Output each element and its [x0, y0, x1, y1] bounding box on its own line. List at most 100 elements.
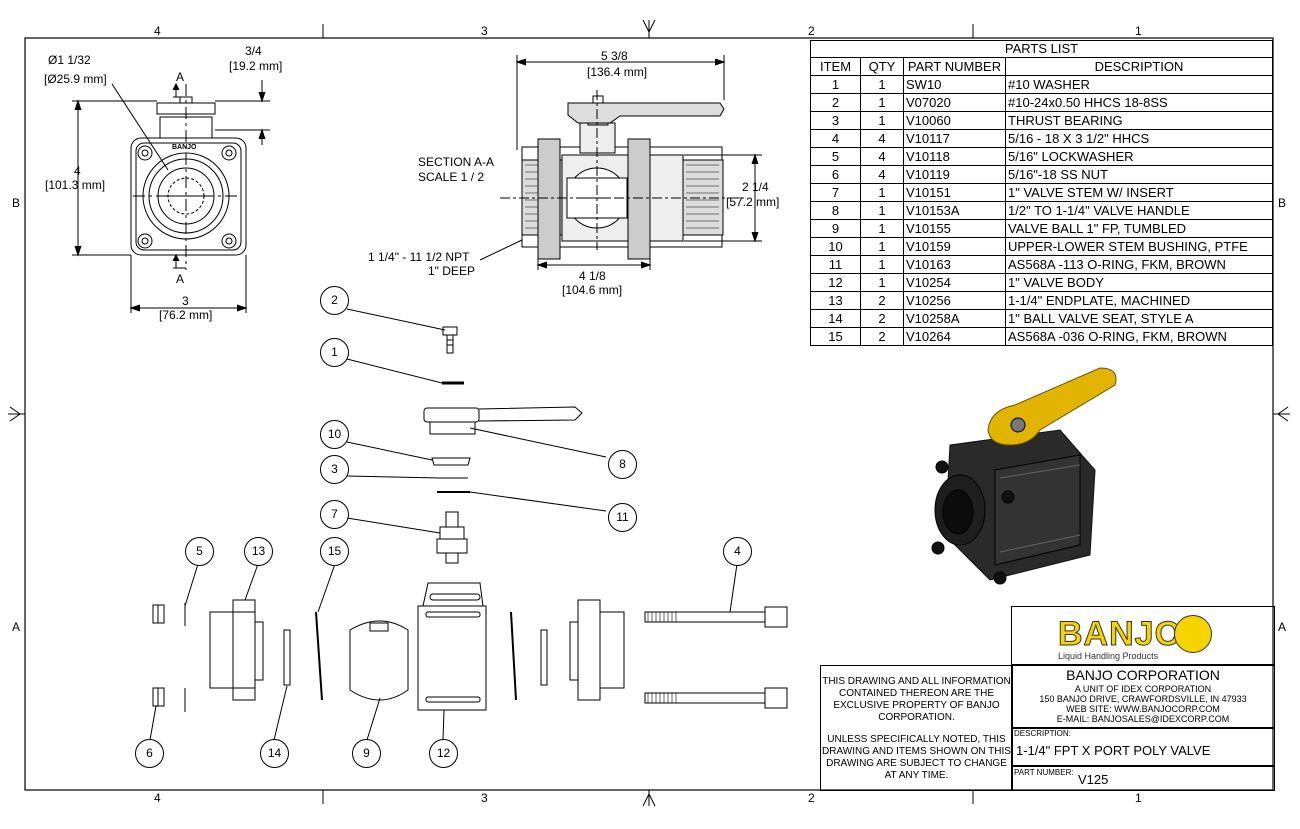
item-cell: 10	[810, 237, 861, 256]
description-cell: AS568A -036 O-RING, FKM, BROWN	[1005, 327, 1273, 346]
description-cell: 5/16 - 18 X 3 1/2" HHCS	[1005, 129, 1273, 148]
zone-label: 3	[481, 24, 488, 38]
description-cell: #10 WASHER	[1005, 75, 1273, 94]
ownership-notice: THIS DRAWING AND ALL INFORMATION CONTAIN…	[822, 676, 1011, 723]
description-label: DESCRIPTION:	[1014, 729, 1071, 738]
logo-cell: BANJO Liquid Handling Products	[1011, 606, 1275, 665]
item-cell: 12	[810, 273, 861, 292]
dim-four-mm: [101.3 mm]	[45, 178, 106, 192]
dim-height: 2 1/4	[742, 180, 769, 194]
description-cell: 5/16"-18 SS NUT	[1005, 165, 1273, 184]
section-scale: SCALE 1 / 2	[418, 170, 485, 184]
part-number-cell: V10117	[903, 129, 1006, 148]
iso-render	[931, 367, 1117, 585]
dim-four: 4	[74, 164, 81, 178]
description-cell: 5/16" LOCKWASHER	[1005, 147, 1273, 166]
zone-label: 2	[808, 791, 815, 805]
balloon-item: 11	[608, 503, 637, 532]
qty-cell: 1	[860, 111, 904, 130]
part-number-cell: V10118	[903, 147, 1006, 166]
dim-width-mm: [136.4 mm]	[587, 65, 648, 79]
part-number-cell: V10256	[903, 291, 1006, 310]
qty-cell: 1	[860, 273, 904, 292]
balloon-item: 2	[320, 286, 349, 315]
zone-label: 3	[481, 791, 488, 805]
part-number-cell: V07020	[903, 93, 1006, 112]
item-cell: 14	[810, 309, 861, 328]
qty-cell: 1	[860, 93, 904, 112]
col-description: DESCRIPTION	[1005, 57, 1273, 76]
company-address: 150 BANJO DRIVE, CRAWFORDSVILLE, IN 4793…	[1039, 694, 1247, 704]
zone-label: B	[12, 196, 21, 210]
parts-list-title: PARTS LIST	[810, 40, 1273, 58]
section-mark: A	[176, 272, 185, 286]
zone-label: 2	[808, 24, 815, 38]
part-number-cell: SW10	[903, 75, 1006, 94]
company-email: E-MAIL: BANJOSALES@IDEXCORP.COM	[1056, 714, 1230, 724]
part-number-cell: V10155	[903, 219, 1006, 238]
zone-label: A	[1278, 620, 1287, 634]
part-number-cell: PART NUMBER: V125	[1011, 765, 1275, 791]
part-number-cell: V10153A	[903, 201, 1006, 220]
item-cell: 11	[810, 255, 861, 274]
part-number-cell: V10163	[903, 255, 1006, 274]
section-view	[479, 55, 762, 270]
col-item: ITEM	[810, 57, 861, 76]
zone-label: 4	[154, 24, 161, 38]
zone-label: 1	[1135, 791, 1142, 805]
balloon-item: 4	[723, 537, 752, 566]
qty-cell: 1	[860, 219, 904, 238]
item-cell: 1	[810, 75, 861, 94]
part-number-cell: V10119	[903, 165, 1006, 184]
npt-callout: 1 1/4" - 11 1/2 NPT	[368, 250, 470, 264]
dim-height-mm: [57.2 mm]	[726, 195, 780, 209]
dim-width: 5 3/8	[601, 49, 628, 63]
company-web: WEB SITE: WWW.BANJOCORP.COM	[1066, 704, 1220, 714]
item-cell: 2	[810, 93, 861, 112]
balloon-item: 1	[320, 338, 349, 367]
description-cell: 1-1/4" ENDPLATE, MACHINED	[1005, 291, 1273, 310]
qty-cell: 1	[860, 75, 904, 94]
zone-label: A	[12, 620, 21, 634]
zone-label: B	[1278, 196, 1287, 210]
qty-cell: 2	[860, 309, 904, 328]
parts-list-table: PARTS LIST ITEM QTY PART NUMBER DESCRIPT…	[810, 40, 1273, 346]
dim-length: 4 1/8	[579, 269, 606, 283]
change-notice: UNLESS SPECIFICALLY NOTED, THIS DRAWING …	[822, 734, 1011, 781]
balloon-item: 10	[320, 420, 349, 449]
part-number-cell: V10258A	[903, 309, 1006, 328]
notice-cell: THIS DRAWING AND ALL INFORMATION CONTAIN…	[820, 665, 1013, 791]
description-cell: UPPER-LOWER STEM BUSHING, PTFE	[1005, 237, 1273, 256]
qty-cell: 2	[860, 291, 904, 310]
qty-cell: 1	[860, 183, 904, 202]
dim-three: 3	[182, 294, 189, 308]
part-number-cell: V10060	[903, 111, 1006, 130]
balloon-item: 15	[320, 537, 349, 566]
description-cell: DESCRIPTION: 1-1/4" FPT X PORT POLY VALV…	[1011, 727, 1275, 767]
company-name: BANJO CORPORATION	[1066, 667, 1220, 683]
qty-cell: 4	[860, 165, 904, 184]
description-cell: 1" BALL VALVE SEAT, STYLE A	[1005, 309, 1273, 328]
logo-ball-icon	[1174, 615, 1212, 653]
description-value: 1-1/4" FPT X PORT POLY VALVE	[1016, 743, 1211, 758]
item-cell: 15	[810, 327, 861, 346]
item-cell: 3	[810, 111, 861, 130]
part-number-cell: V10254	[903, 273, 1006, 292]
item-cell: 9	[810, 219, 861, 238]
npt-depth: 1" DEEP	[428, 264, 475, 278]
part-number-value: V125	[1078, 772, 1109, 787]
col-part-number: PART NUMBER	[903, 57, 1006, 76]
exploded-view	[149, 308, 788, 741]
item-cell: 7	[810, 183, 861, 202]
description-cell: #10-24x0.50 HHCS 18-8SS	[1005, 93, 1273, 112]
